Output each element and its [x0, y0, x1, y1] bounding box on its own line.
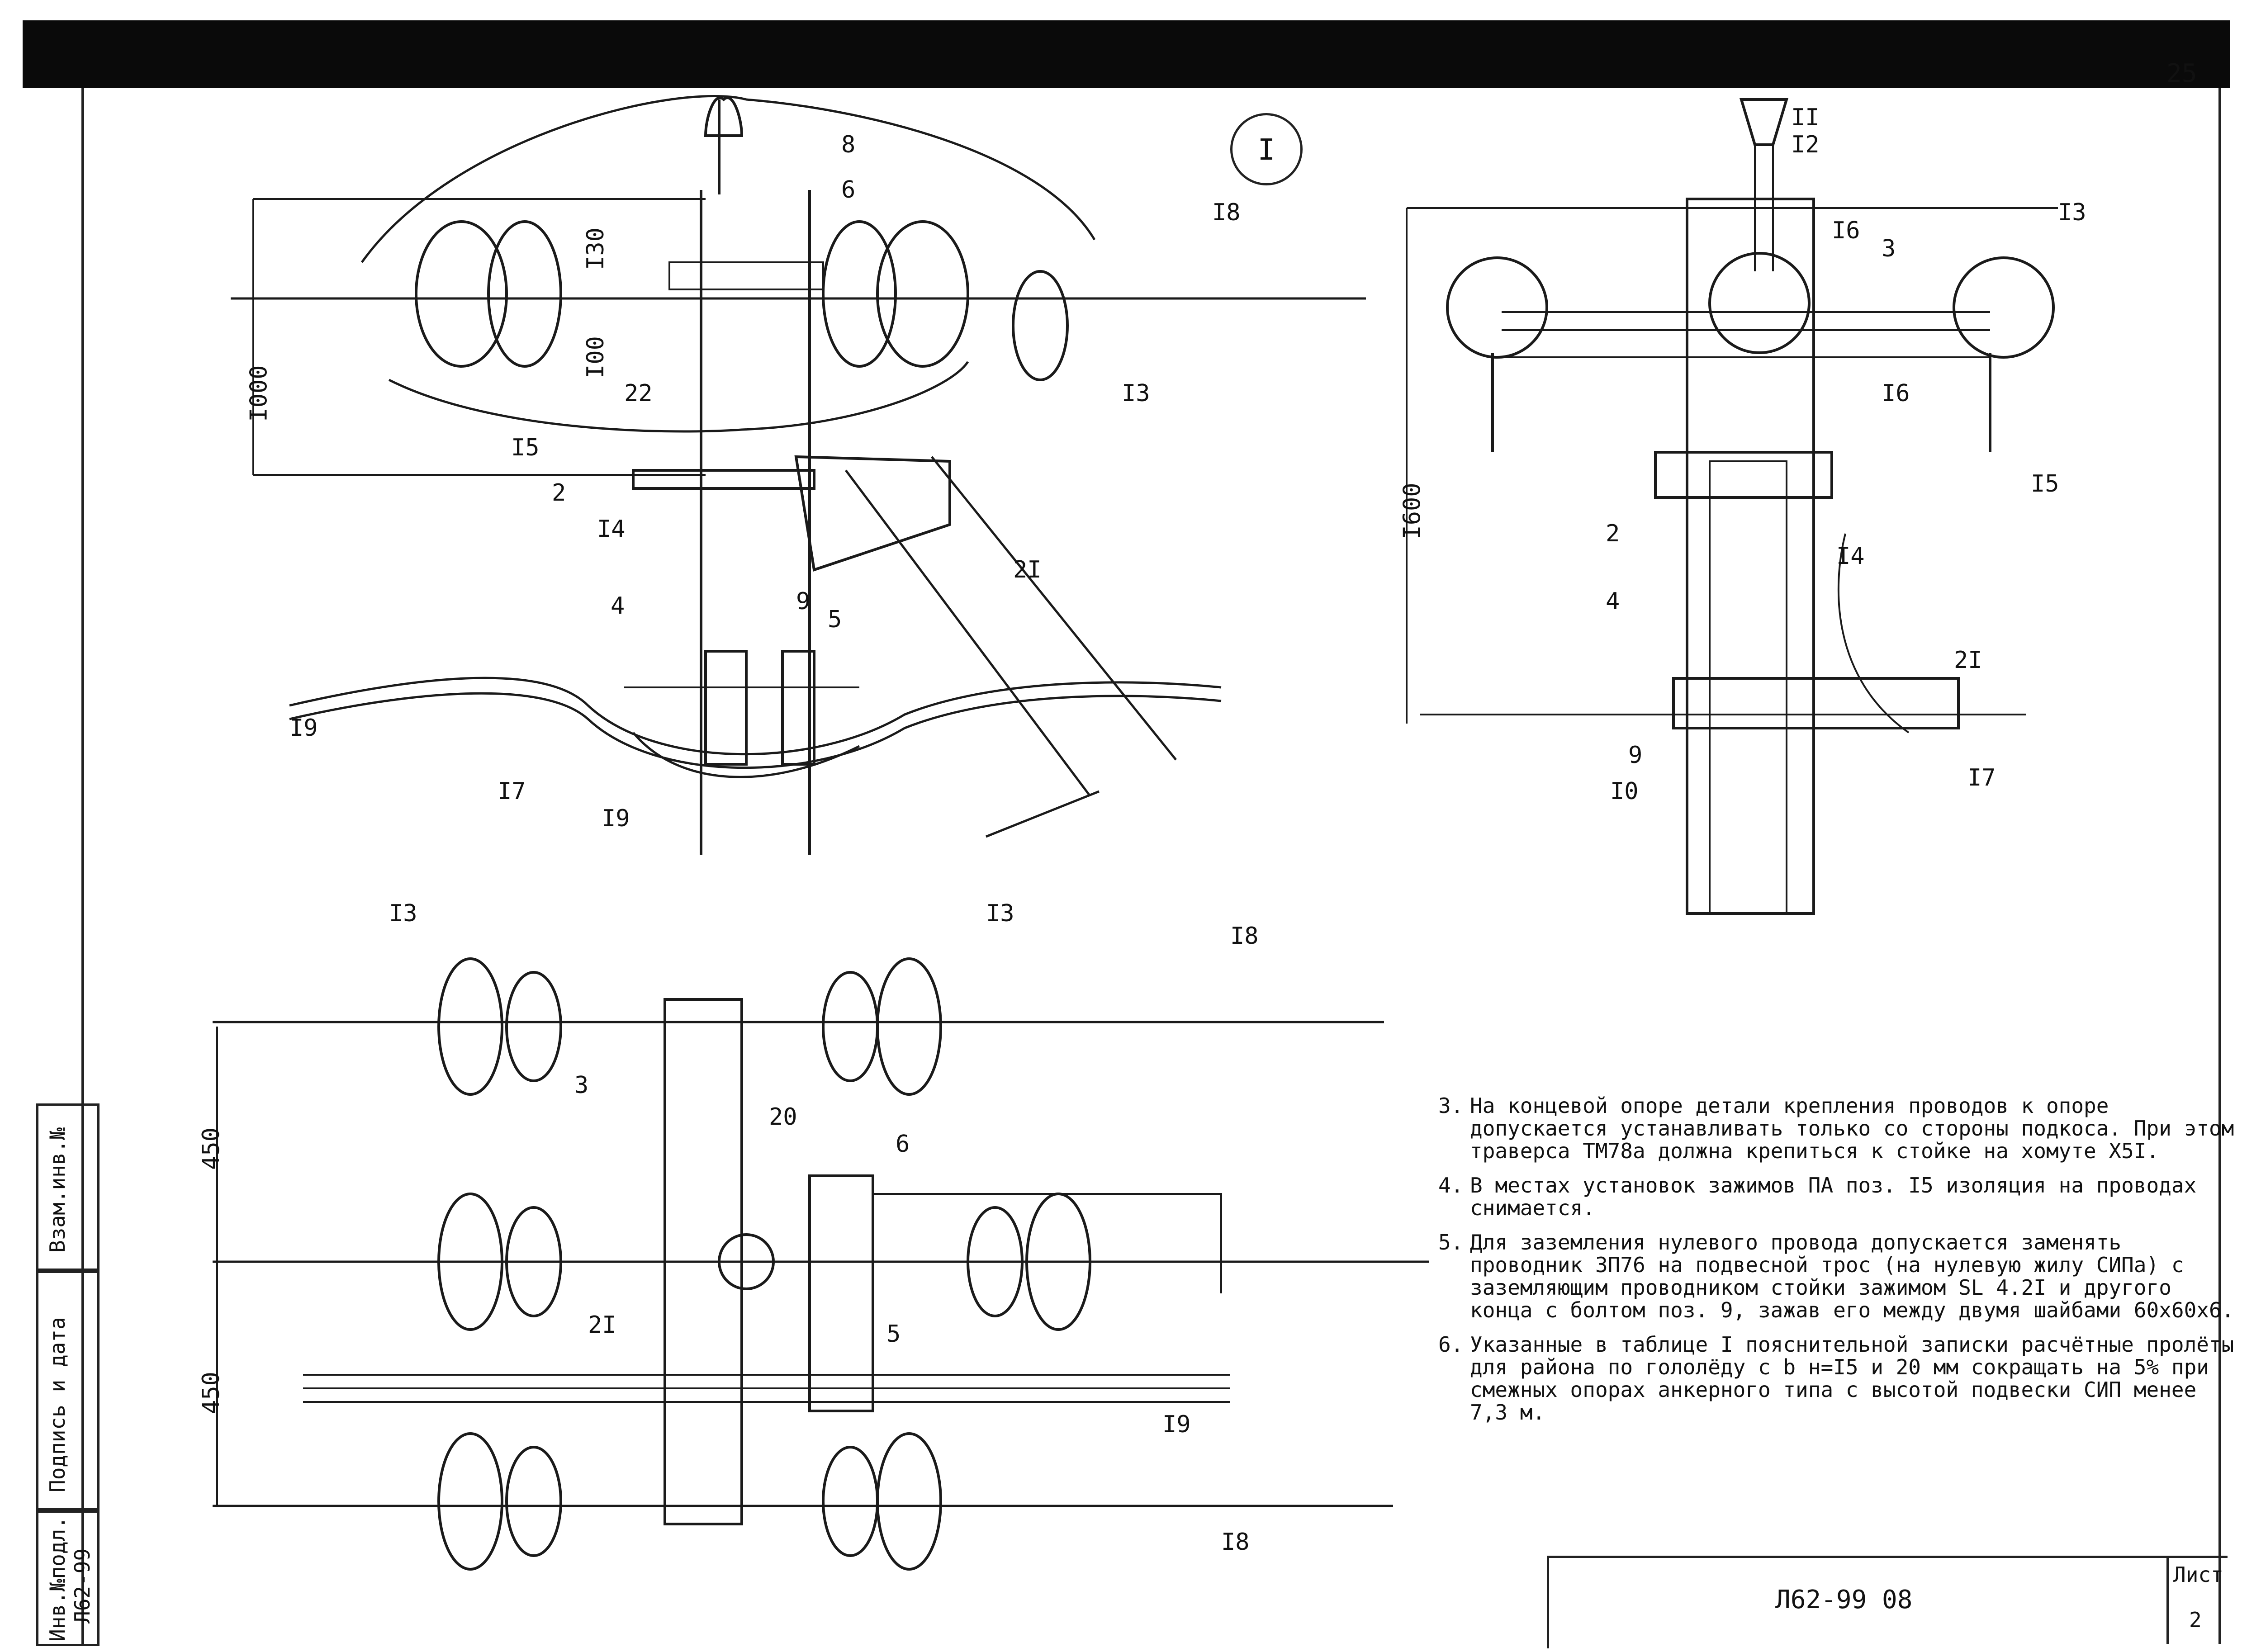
callout: I9 [289, 715, 318, 742]
dim-450-upper: 450 [197, 1127, 225, 1170]
callout: 9 [796, 588, 811, 615]
callout: 2I [1013, 556, 1042, 583]
stamp-inv-value: Л62-99 [70, 1548, 95, 1624]
note-item: 5. Для заземления нулевого провода допус… [1438, 1231, 2234, 1321]
callout: I6 [1832, 217, 1860, 244]
note-item: 6. Указанные в таблице I пояснительной з… [1438, 1333, 2234, 1424]
callout: I7 [498, 778, 526, 805]
callout: 3 [574, 1072, 589, 1099]
dim-1000: I000 [245, 365, 273, 422]
callout: I8 [1230, 923, 1259, 950]
callout: 8 [841, 131, 856, 158]
callout: I5 [2031, 470, 2059, 497]
callout: I3 [389, 900, 417, 927]
callout: I3 [986, 900, 1014, 927]
callout: I0 [1610, 778, 1639, 805]
callout: I8 [1212, 199, 1241, 226]
view-3-plan [213, 957, 1429, 1571]
callout: I9 [602, 805, 630, 832]
note-item: 4. В местах установок зажимов ПА поз. I5… [1438, 1174, 2234, 1219]
callout: 4 [1606, 588, 1620, 615]
callout: I2 [1791, 131, 1820, 158]
top-black-band [23, 20, 2230, 88]
callout: I7 [1967, 764, 1996, 791]
callout: 9 [1628, 742, 1643, 769]
note-number: 6. [1438, 1332, 1464, 1357]
callout: 2I [1954, 647, 1982, 674]
side-stamp: Взам.инв.№ Подпись и дата Инв.№подл. Л62… [36, 1103, 100, 1646]
title-block: Л62-99 08 Лист 2 [1547, 1556, 2228, 1648]
view-marker: I [1230, 113, 1303, 185]
callout: I5 [511, 434, 540, 461]
notes-block: 3. На концевой опоре детали крепления пр… [1438, 1094, 2234, 1435]
sheet-number-top: 25 [2166, 59, 2197, 88]
stamp-vzam: Взам.инв.№ [45, 1127, 70, 1253]
note-text: На концевой опоре детали крепления прово… [1470, 1093, 2234, 1163]
sheet-cell: Лист 2 [2166, 1558, 2228, 1644]
stamp-podpis: Подпись и дата [45, 1317, 70, 1492]
callout: I6 [1882, 380, 1910, 407]
view-marker-text: I [1257, 133, 1275, 167]
note-text: В местах установок зажимов ПА поз. I5 из… [1470, 1173, 2197, 1220]
note-text: Для заземления нулевого провода допускае… [1470, 1230, 2234, 1322]
frame-left-border [81, 88, 84, 1644]
callout: 22 [624, 380, 653, 407]
callout: 5 [886, 1321, 901, 1348]
callout: I9 [1162, 1411, 1191, 1438]
note-text: Указанные в таблице I пояснительной запи… [1470, 1332, 2234, 1425]
sheet-label: Лист [2173, 1562, 2223, 1587]
callout: 3 [1882, 235, 1896, 262]
callout: 2 [1606, 520, 1620, 547]
sheet-number: 2 [2189, 1608, 2202, 1632]
note-number: 5. [1438, 1230, 1464, 1254]
callout: 2 [552, 479, 566, 506]
callout: I4 [1836, 543, 1865, 570]
callout: I3 [1122, 380, 1150, 407]
note-number: 3. [1438, 1093, 1464, 1118]
view-2-front [1406, 98, 2058, 915]
callout: 5 [828, 606, 842, 633]
stamp-cell-podpis [36, 1271, 100, 1510]
note-item: 3. На концевой опоре детали крепления пр… [1438, 1094, 2234, 1162]
dim-1600: I600 [1398, 483, 1426, 540]
callout: 20 [769, 1103, 797, 1131]
stamp-cell-vzam [36, 1103, 100, 1271]
callout: I8 [1221, 1529, 1250, 1556]
callout: 2I [588, 1311, 616, 1339]
view-1-side [231, 95, 1366, 855]
callout: II [1791, 104, 1820, 131]
dim-100: I00 [582, 336, 609, 379]
frame-right-border [2218, 88, 2221, 1644]
stamp-inv: Инв.№подл. [45, 1516, 70, 1642]
callout: I3 [2058, 199, 2086, 226]
callout: 6 [841, 176, 856, 204]
stamp-cell-inv [36, 1510, 100, 1646]
callout: 4 [611, 592, 625, 620]
drawing-code: Л62-99 08 [1775, 1585, 1913, 1614]
dim-450-lower: 450 [197, 1372, 225, 1414]
dim-130: I30 [582, 227, 609, 270]
note-number: 4. [1438, 1173, 1464, 1198]
callout: I4 [597, 516, 626, 543]
callout: 6 [896, 1131, 910, 1158]
